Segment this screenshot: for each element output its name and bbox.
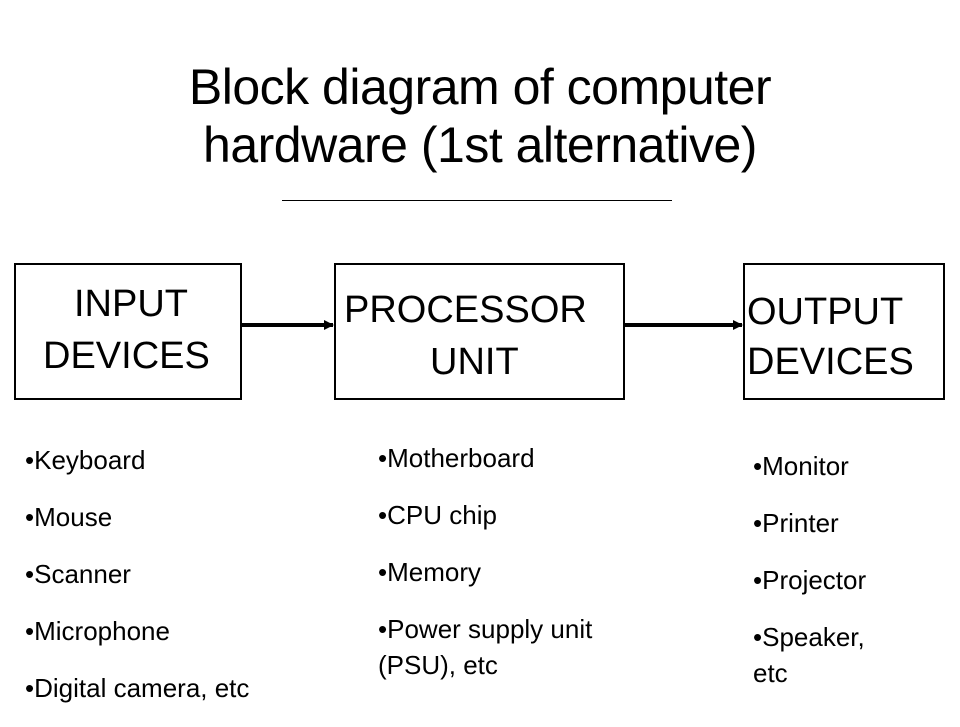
output-devices-block: OUTPUT DEVICES [743, 263, 945, 400]
title-line-2: hardware (1st alternative) [203, 117, 757, 173]
input-devices-block: INPUT DEVICES [14, 263, 242, 400]
processor-block-label-line-1: PROCESSOR [344, 289, 587, 331]
list-item: •CPU chip [378, 500, 497, 530]
input-block-label-line-1: INPUT [74, 283, 188, 325]
output-block-label-line-2: DEVICES [747, 341, 914, 383]
list-item: •Monitor [753, 451, 849, 481]
list-item: •Power supply unit (PSU), etc [378, 614, 593, 680]
list-item: •Printer [753, 508, 839, 538]
processor-unit-block: PROCESSOR UNIT [334, 263, 625, 400]
list-item: •Mouse [25, 502, 113, 532]
title-line-1: Block diagram of computer [188, 59, 772, 115]
list-item: •Memory [378, 557, 482, 587]
output-devices-list: •Monitor •Printer •Projector •Speaker, e… [753, 448, 903, 688]
list-item: •Projector [753, 565, 867, 595]
list-item: •Digital camera, etc [25, 673, 250, 703]
list-item: •Speaker, etc [753, 622, 865, 688]
input-block-label-line-2: DEVICES [43, 335, 210, 377]
list-item: •Keyboard [25, 445, 146, 475]
processor-components-list: •Motherboard •CPU chip •Memory •Power su… [378, 440, 593, 680]
input-devices-list: •Keyboard •Mouse •Scanner •Microphone •D… [25, 442, 249, 727]
diagram-title: Block diagram of computer hardware (1st … [0, 58, 960, 174]
processor-block-label-line-2: UNIT [430, 341, 519, 383]
list-item: •Microphone [25, 616, 170, 646]
list-item: •Motherboard [378, 443, 535, 473]
list-item: •Scanner [25, 559, 131, 589]
title-underline [282, 200, 672, 201]
output-block-label-line-1: OUTPUT [747, 291, 904, 333]
